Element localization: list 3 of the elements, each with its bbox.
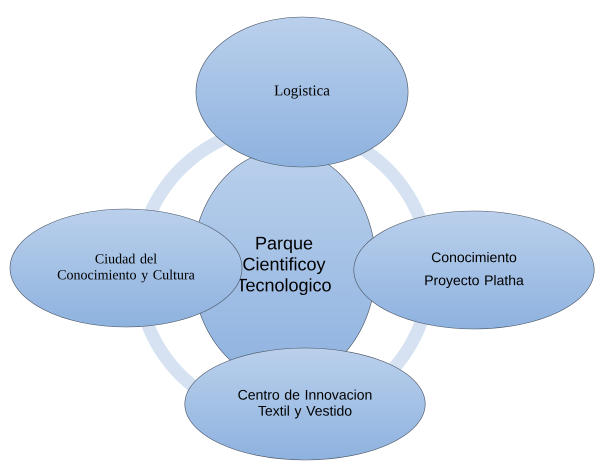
ellipse-node: Centro de Innovacion Textil y Vestido (184, 348, 426, 460)
ellipse-node: Conocimiento Proyecto Platha (354, 210, 595, 330)
ellipse-node: Logistica (196, 16, 408, 168)
